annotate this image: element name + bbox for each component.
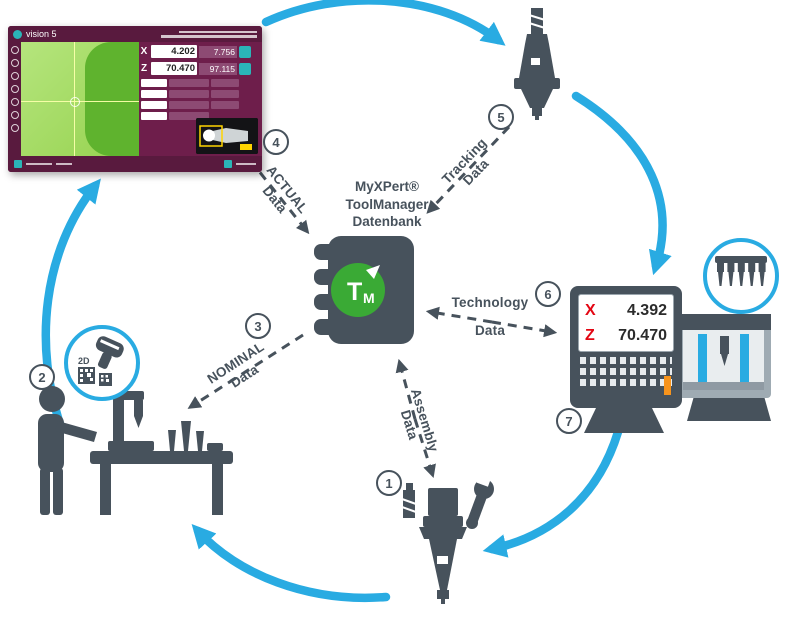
cnc-keyboard-row [580,357,672,364]
axis-readout-z: Z 70.470 97.115 [139,61,259,76]
vision5-titlebar: vision 5 [8,26,262,42]
cnc-z-label: Z [585,326,595,344]
machine-icon [676,314,771,421]
technology-data-label: Technology Data [451,295,529,338]
z-axis-aux-value: 97.115 [199,62,237,75]
title-line-1: MyXPert® [355,179,419,194]
toolmanager-title: MyXPert® ToolManager Datenbank [322,178,452,231]
technology-data-arrow-right [491,320,558,338]
vision5-app-name: vision 5 [26,29,57,39]
tool-photo-thumbnail [196,118,258,154]
step-badge-2: 2 [29,364,55,390]
toolmanager-database-icon: T M [314,236,414,346]
tool-assembly-icon [401,472,494,604]
cnc-stand [584,408,664,433]
tm-monogram-m: M [363,290,375,306]
cycle-arrow-bottom-left [191,523,391,602]
x-axis-label: X [140,46,148,57]
step-badge-1: 1 [376,470,402,496]
tm-logo-circle [331,263,385,317]
measure-fields-row [141,79,259,87]
axis-readout-x: X 4.202 7.756 [139,44,259,59]
step-badge-3: 3 [245,313,271,339]
crosshair-center [70,97,81,108]
step-badge-6: 6 [535,281,561,307]
tool-magazine-icon [715,256,767,286]
vision5-header-info-text [161,30,257,38]
vision5-window: vision 5 X 4.202 7.756 Z 70.470 97 [8,26,262,172]
tool-shadow-image [84,42,139,156]
machine-guide-right [740,334,749,390]
tm-logo-swoosh [366,265,380,279]
x-axis-button [239,45,251,58]
vision5-measure-panel: X 4.202 7.756 Z 70.470 97.115 [139,42,259,156]
cnc-z-readout: Z 70.470 [585,327,667,345]
cnc-keyboard-row [580,379,672,386]
scanner-inset: 2D [64,325,140,401]
vision5-statusbar [8,156,262,172]
z-axis-button [239,62,251,75]
cnc-control-panel: X 4.392 Z 70.470 [570,286,682,408]
cycle-arrow-bottom-right [482,427,623,558]
2d-code-label: 2D [78,356,90,366]
cnc-keyboard-row [580,368,672,375]
step-badge-5: 5 [488,104,514,130]
vision5-toolbar [8,42,21,156]
cycle-arrow-top [261,0,506,46]
measure-fields-row [141,101,259,109]
vision5-logo-icon [13,29,22,39]
z-axis-value: 70.470 [151,62,197,75]
technology-data-arrow-left [425,306,493,324]
vision5-camera-view [21,42,139,156]
title-line-2: ToolManager [345,196,429,212]
title-line-3: Datenbank [352,214,422,230]
cnc-x-label: X [585,301,596,319]
cnc-x-value: 4.392 [626,301,667,319]
cnc-x-readout: X 4.392 [585,302,667,320]
nominal-data-arrow [187,333,304,409]
handheld-scanner-icon [95,336,124,369]
measure-fields-row [141,112,259,120]
datamatrix-code-icon [78,367,112,386]
step-badge-4: 4 [263,129,289,155]
cnc-display: X 4.392 Z 70.470 [578,294,674,352]
tm-monogram-t: T [347,278,362,306]
x-axis-aux-value: 7.756 [199,45,237,58]
cnc-z-value: 70.470 [618,326,667,344]
tool-magazine-inset [703,238,779,314]
cycle-arrow-right [571,91,672,276]
tool-holder-top-icon [514,8,560,120]
z-axis-label: Z [140,63,148,74]
step-badge-7: 7 [556,408,582,434]
presetter-bench-icon [90,391,233,515]
x-axis-value: 4.202 [151,45,197,58]
machine-guide-left [698,334,707,390]
measure-fields-row [141,90,259,98]
tracking-data-arrow [426,125,511,214]
cnc-orange-key [664,376,671,395]
wrench-icon [466,472,494,529]
operator-silhouette [38,386,97,515]
